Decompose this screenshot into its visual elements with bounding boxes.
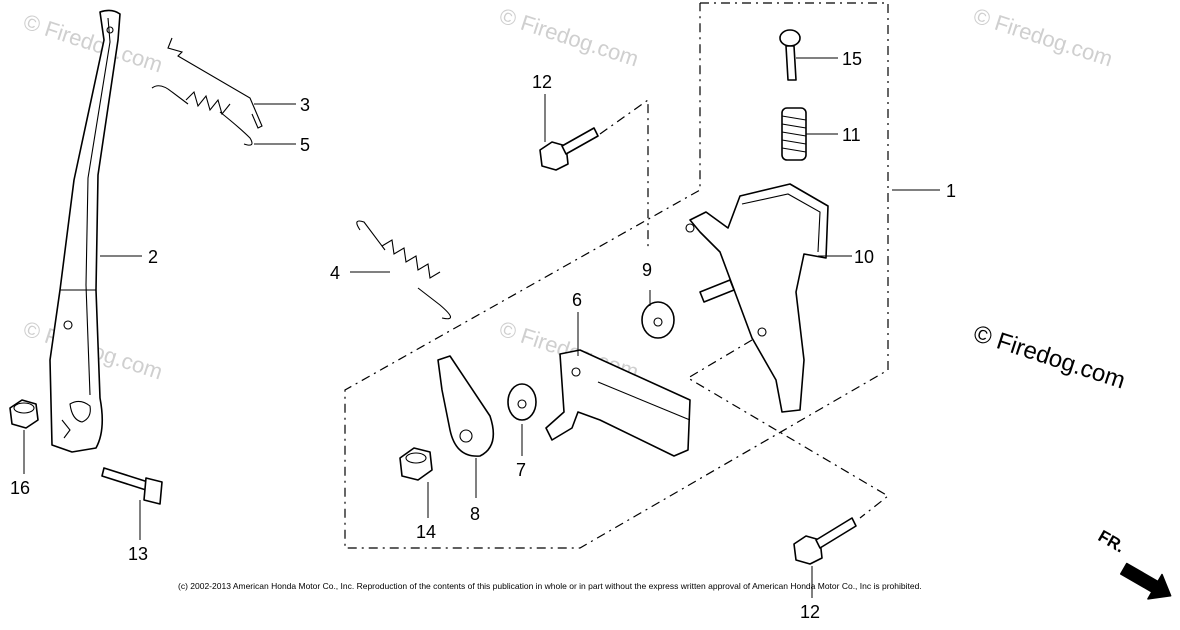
watermark-top-left: © Firedog.com: [20, 9, 165, 77]
callout-16: 16: [10, 478, 30, 498]
callout-1: 1: [946, 181, 956, 201]
leader-lines: [23, 57, 940, 598]
callout-10: 10: [854, 247, 874, 267]
arm-hole-lower: [63, 320, 73, 330]
callout-11: 11: [842, 125, 861, 145]
callout-5: 5: [300, 135, 310, 155]
arm-hole-upper: [106, 26, 114, 34]
spring-11: [781, 107, 807, 161]
washer-9: [641, 301, 675, 339]
washer-7: [507, 383, 537, 421]
callout-4: 4: [330, 263, 340, 283]
copyright-notice: (c) 2002-2013 American Honda Motor Co., …: [178, 581, 922, 591]
control-lever-10: [685, 183, 829, 413]
watermarks: © Firedog.com © Firedog.com © Firedog.co…: [20, 3, 1128, 394]
nut-14: [399, 447, 433, 481]
callout-9: 9: [642, 260, 652, 280]
control-arm: [49, 9, 121, 453]
callout-15: 15: [842, 49, 862, 69]
front-label: FR.: [1095, 526, 1128, 556]
callout-2: 2: [148, 247, 158, 267]
governor-spring: [356, 220, 452, 320]
front-direction-indicator: FR.: [1095, 526, 1172, 600]
bolt-12-top: [539, 127, 599, 171]
small-spring: [151, 85, 253, 146]
arm-8: [437, 355, 495, 457]
screw-15: [779, 29, 801, 81]
watermark-main: © Firedog.com: [970, 320, 1128, 394]
callout-6: 6: [572, 290, 582, 310]
callout-13: 13: [128, 544, 148, 564]
callout-8: 8: [470, 504, 480, 524]
bolt-13: [101, 467, 163, 505]
assembly-boundary: [344, 2, 889, 549]
governor-rod: [167, 37, 263, 129]
link-plate-6: [545, 349, 691, 457]
front-arrow-icon: [1120, 562, 1172, 600]
pin-9: [699, 279, 735, 303]
watermark-top-right: © Firedog.com: [970, 3, 1115, 71]
bolt-12-bottom: [793, 517, 857, 565]
callout-12-top: 12: [532, 72, 552, 92]
callouts: 1 2 3 4 5 6 7 8 9 10 11 12 12 13 14 15 1…: [10, 49, 956, 622]
callout-12-bottom: 12: [800, 602, 820, 622]
callout-14: 14: [416, 522, 436, 542]
callout-7: 7: [516, 460, 526, 480]
watermark-top-mid: © Firedog.com: [496, 3, 641, 71]
nut-16: [9, 399, 39, 429]
callout-3: 3: [300, 95, 310, 115]
